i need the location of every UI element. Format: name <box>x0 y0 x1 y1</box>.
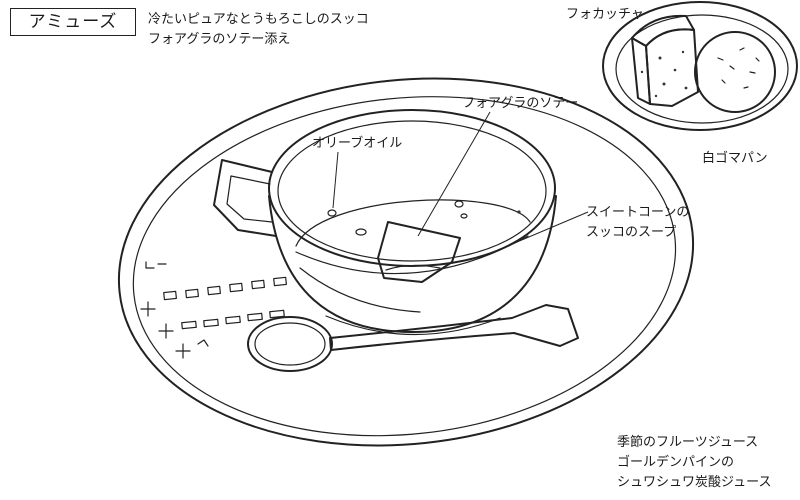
olive-oil-drop <box>460 213 468 219</box>
bowl-handle-outer <box>213 159 277 237</box>
bowl-outer-rim <box>268 109 556 267</box>
sesame-bun-label: 白ゴマパン <box>702 150 768 166</box>
spoon <box>247 304 579 372</box>
soup-surface-front <box>295 235 529 275</box>
drink-label: ゴールデンパインの <box>617 454 734 470</box>
soup-bowl <box>213 109 557 336</box>
drink-label: シュワシュワ炭酸ジュース <box>617 475 771 490</box>
corn-soup-label: スッコのスープ <box>586 225 676 240</box>
olive-oil-drop <box>327 209 337 217</box>
sesame-seed <box>729 65 735 70</box>
course-description-line: 冷たいピュアなとうもろこしのスッコ <box>148 12 369 27</box>
focaccia-holes <box>640 50 688 98</box>
main-plate-outer-rim <box>117 77 695 447</box>
foie-gras-leader-line <box>417 111 491 237</box>
focaccia-front <box>645 28 699 107</box>
focaccia-hole <box>662 82 666 86</box>
focaccia-hole <box>684 86 688 90</box>
sesame-seed <box>755 57 760 62</box>
rim-decoration-mark <box>181 320 197 330</box>
rim-cross-mark <box>140 301 156 317</box>
corn-soup-label: スイートコーンの <box>586 205 689 220</box>
rim-decoration-mark <box>273 276 287 287</box>
rim-cross-mark <box>175 343 191 359</box>
spoon-bowl <box>247 316 333 372</box>
rim-cross-mark <box>158 323 174 339</box>
bowl-body-reflection <box>299 267 421 313</box>
sesame-seed <box>743 86 749 89</box>
drink-label: 季節のフルーツジュース <box>617 435 758 450</box>
rim-decoration-mark <box>203 318 219 328</box>
sesame-seed <box>749 71 756 74</box>
bowl-foot <box>325 315 501 336</box>
olive-oil-leader-line <box>332 151 339 209</box>
rim-decoration-mark <box>207 285 221 296</box>
rim-decoration-mark <box>251 279 265 290</box>
rim-decoration-mark <box>247 312 263 322</box>
sesame-seeds <box>717 47 760 89</box>
course-description-line: フォアグラのソテー添え <box>148 32 291 47</box>
olive-oil-label: オリーブオイル <box>312 135 402 151</box>
bowl-handle-inner <box>226 175 273 223</box>
corn-soup-leader-line <box>497 211 589 251</box>
focaccia-hole <box>640 70 644 74</box>
bread-plate <box>602 1 798 131</box>
plate-rim-decoration <box>140 261 287 359</box>
focaccia-hole <box>654 94 658 98</box>
main-plate-inner-rim <box>132 96 677 437</box>
foie-gras-label: フォアグラのソテー <box>462 96 578 111</box>
sesame-seed <box>721 79 726 84</box>
rim-decoration-mark <box>229 282 243 293</box>
focaccia-label: フォカッチャ <box>566 7 644 22</box>
focaccia-hole <box>673 68 677 72</box>
focaccia-side <box>631 37 651 105</box>
rim-decoration-mark <box>145 261 155 269</box>
bowl-inner-rim <box>277 120 547 262</box>
course-description: 冷たいピュアなとうもろこしのスッコ フォアグラのソテー添え <box>148 10 369 50</box>
bowl-body <box>268 195 557 333</box>
olive-oil-drop <box>454 200 464 208</box>
sesame-seed <box>717 57 724 61</box>
bread-plate-inner-rim <box>615 14 789 124</box>
rim-decoration-mark <box>269 309 285 319</box>
olive-oil-drop <box>517 210 521 214</box>
foie-gras-highlight <box>385 264 441 271</box>
soup-surface-back <box>295 199 531 247</box>
rim-decoration-mark <box>163 290 177 301</box>
rim-decoration-mark <box>197 339 209 347</box>
main-plate <box>117 77 695 447</box>
olive-oil-drop <box>355 228 367 236</box>
rim-decoration-mark <box>185 288 199 299</box>
rim-decoration-mark <box>225 315 241 325</box>
focaccia-hole <box>658 56 662 60</box>
course-title: アミューズ <box>10 8 136 36</box>
bread-plate-outer-rim <box>602 1 798 131</box>
sesame-seed <box>739 47 745 51</box>
spoon-bowl-inner <box>254 322 326 366</box>
focaccia-hole <box>681 50 685 54</box>
foie-gras <box>377 221 461 283</box>
sesame-bun <box>694 31 776 113</box>
